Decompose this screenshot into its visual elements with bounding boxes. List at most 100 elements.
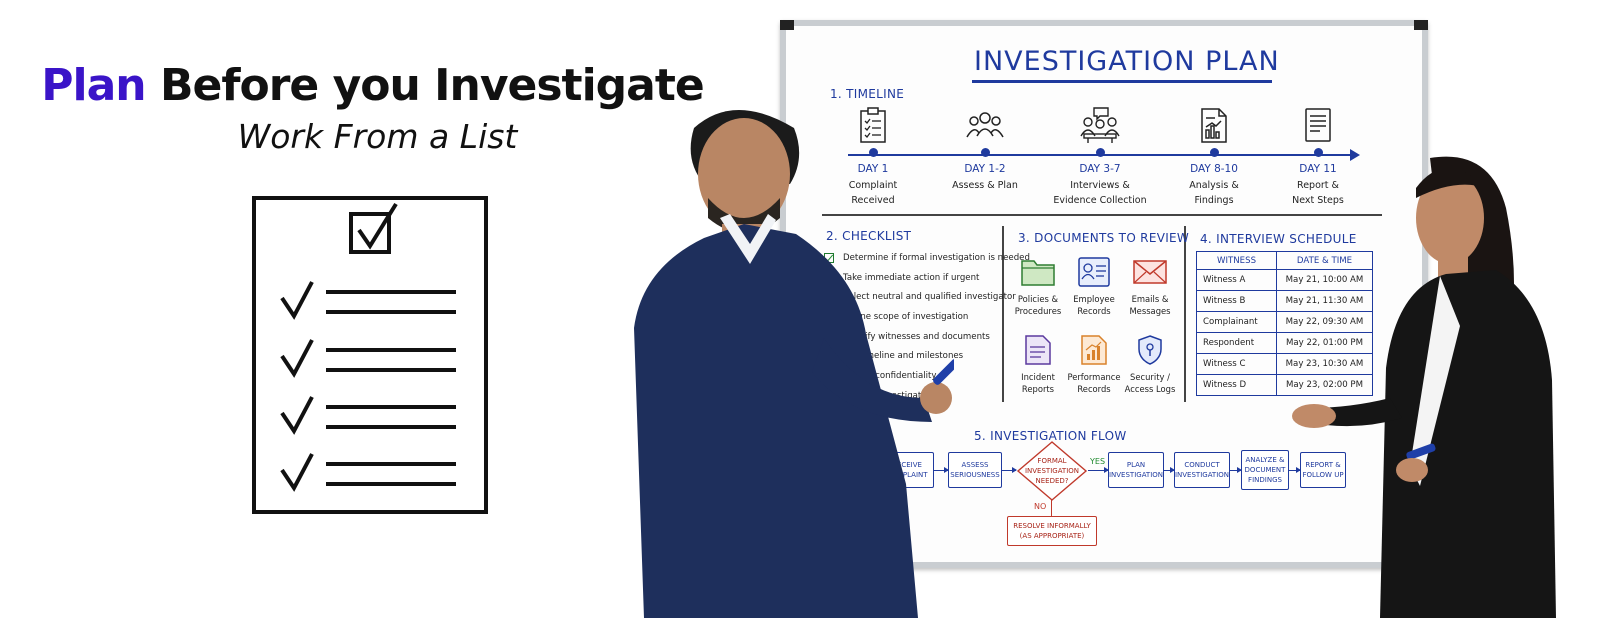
checklist-item-label: Take immediate action if urgent	[843, 272, 980, 283]
meeting-icon	[1080, 107, 1120, 143]
timeline-day: DAY 8-10	[1190, 163, 1238, 175]
flow-step: ASSESS SERIOUSNESS	[948, 452, 1002, 488]
id-card-icon	[1078, 257, 1110, 287]
document-label: Performance Records	[1067, 372, 1121, 394]
checklist-item-label: Set timeline and milestones	[843, 351, 964, 362]
checklist-title: 2. CHECKLIST	[826, 229, 912, 243]
checklist-item-label: Identify witnesses and documents	[843, 331, 990, 342]
witness-cell: Witness A	[1196, 269, 1277, 291]
flow-arrow	[1289, 466, 1301, 474]
timeline-dot	[1209, 148, 1219, 157]
document-icon	[1305, 108, 1331, 142]
witness-cell: Witness B	[1196, 290, 1277, 312]
flow-arrow	[1230, 466, 1242, 474]
board-title: INVESTIGATION PLAN	[974, 46, 1280, 77]
section-divider	[822, 214, 1382, 216]
checklist-item-label: Select neutral and qualified investigato…	[843, 292, 1016, 303]
flow-step: CONDUCT INVESTIGATION	[1174, 452, 1230, 488]
report-chart-icon	[1201, 108, 1227, 143]
document-item: Security / Access Logs	[1117, 334, 1183, 395]
performance-chart-icon	[1081, 335, 1107, 365]
schedule-title: 4. INTERVIEW SCHEDULE	[1200, 232, 1357, 246]
yes-label: YES	[1090, 457, 1106, 466]
documents-title: 3. DOCUMENTS TO REVIEW	[1018, 231, 1190, 245]
timeline-item: DAY 1 Complaint Received	[818, 106, 928, 208]
timeline-item: DAY 1-2 Assess & Plan	[930, 106, 1040, 193]
section-divider	[1002, 226, 1004, 402]
timeline-desc: Interviews & Evidence Collection	[1053, 180, 1147, 206]
checklist-item-label: Ensure confidentiality	[843, 370, 937, 381]
shield-icon	[1138, 335, 1162, 365]
flow-step: REPORT & FOLLOW UP	[1300, 452, 1346, 488]
datetime-cell: May 22, 09:30 AM	[1276, 311, 1373, 333]
checklist-icon	[280, 202, 456, 492]
flow-step: ANALYZE & DOCUMENT FINDINGS	[1241, 450, 1289, 490]
timeline-arrow	[1350, 149, 1360, 161]
witness-cell: Complainant	[1196, 311, 1277, 333]
timeline-day: DAY 3-7	[1079, 163, 1121, 175]
timeline-title: 1. TIMELINE	[830, 87, 905, 101]
witness-cell: Respondent	[1196, 332, 1277, 354]
clipboard-icon	[860, 107, 886, 143]
timeline-item: DAY 8-10 Analysis & Findings	[1159, 106, 1269, 208]
timeline-day: DAY 1-2	[964, 163, 1006, 175]
timeline-desc: Assess & Plan	[952, 180, 1018, 191]
timeline-dot	[980, 148, 990, 157]
flow-step-alternate: RESOLVE INFORMALLY (AS APPROPRIATE)	[1007, 516, 1097, 546]
witness-cell: Witness D	[1196, 374, 1277, 396]
page-heading: Plan Before you Investigate Work From a …	[0, 60, 745, 156]
table-header-row: WITNESS DATE & TIME	[1196, 251, 1373, 270]
timeline-item: DAY 11 Report & Next Steps	[1263, 106, 1373, 208]
presenter-man	[634, 110, 954, 618]
timeline-day: DAY 1	[857, 163, 889, 175]
flow-title: 5. INVESTIGATION FLOW	[974, 429, 1127, 443]
title-underline	[972, 80, 1272, 83]
datetime-cell: May 23, 02:00 PM	[1276, 374, 1373, 396]
timeline-dot	[1313, 148, 1323, 157]
checklist-illustration	[252, 196, 488, 514]
witness-cell: Witness C	[1196, 353, 1277, 375]
document-label: Incident Reports	[1021, 372, 1055, 394]
document-item: Performance Records	[1061, 334, 1127, 395]
report-icon	[1025, 335, 1051, 365]
column-header: WITNESS	[1196, 251, 1277, 270]
timeline-day: DAY 11	[1299, 163, 1337, 175]
timeline-dot	[1095, 148, 1105, 157]
decision-label: FORMAL INVESTIGATION NEEDED?	[1024, 457, 1080, 485]
document-item: Employee Records	[1061, 256, 1127, 317]
timeline-desc: Complaint Received	[848, 180, 898, 206]
envelope-icon	[1133, 260, 1167, 284]
checklist-item-label: Define scope of investigation	[843, 311, 969, 322]
flow-arrow	[934, 466, 949, 474]
section-divider	[1184, 226, 1186, 402]
people-icon	[966, 112, 1004, 138]
title-rest: Before you Investigate	[145, 60, 705, 111]
document-item: Incident Reports	[1005, 334, 1071, 395]
document-label: Policies & Procedures	[1014, 294, 1062, 316]
timeline-item: DAY 3-7 Interviews & Evidence Collection	[1045, 106, 1155, 208]
timeline-desc: Analysis & Findings	[1189, 180, 1239, 206]
page-title: Plan Before you Investigate	[0, 60, 745, 111]
timeline-dot	[868, 148, 878, 157]
flow-arrow	[1164, 466, 1175, 474]
no-label: NO	[1034, 502, 1047, 511]
presenter-woman	[1292, 156, 1556, 618]
document-item: Emails & Messages	[1117, 256, 1183, 317]
title-accent-word: Plan	[41, 60, 146, 111]
flow-arrow-down	[1051, 500, 1053, 516]
document-item: Policies & Procedures	[1005, 256, 1071, 317]
checklist-item-label: Determine if formal investigation is nee…	[843, 252, 1030, 263]
document-label: Employee Records	[1073, 294, 1115, 316]
document-label: Emails & Messages	[1129, 294, 1171, 316]
flow-arrow	[1088, 466, 1109, 474]
flow-arrow	[1002, 466, 1017, 474]
folder-icon	[1021, 260, 1055, 286]
timeline-desc: Report & Next Steps	[1292, 180, 1344, 206]
page-subtitle: Work From a List	[237, 117, 518, 156]
